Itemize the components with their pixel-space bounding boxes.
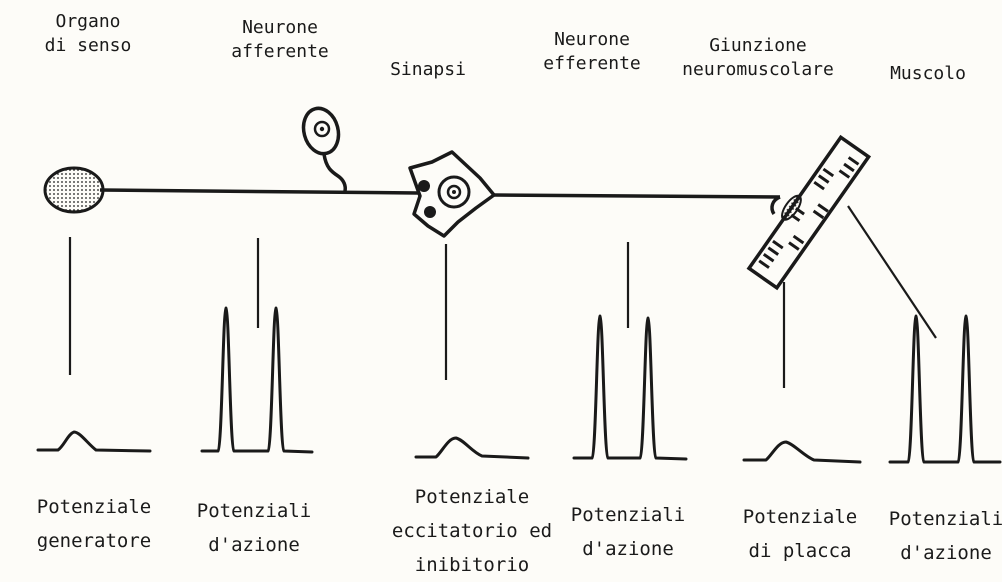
synapse-neuron — [410, 152, 494, 236]
label-excitatory-potential: Potenziale eccitatorio ed inibitorio — [392, 480, 552, 582]
label-efferent-neuron: Neurone efferente — [543, 28, 641, 76]
label-plate-potential: Potenziale di placca — [743, 500, 857, 568]
trace-generator-potential — [38, 432, 150, 451]
label-synapse: Sinapsi — [390, 58, 466, 82]
trace-action-potentials-3 — [890, 316, 1000, 462]
afferent-cell-body — [299, 104, 346, 191]
afferent-axon — [100, 190, 418, 193]
trace-action-potentials-2 — [574, 316, 686, 459]
trace-plate-potential — [744, 442, 860, 462]
label-afferent-neuron: Neurone afferente — [231, 16, 329, 64]
pointer-action-3 — [848, 206, 936, 338]
axon-terminal — [772, 197, 780, 214]
label-action-potentials-3: Potenziali d'azione — [889, 502, 1002, 570]
label-sense-organ: Organo di senso — [45, 10, 132, 58]
efferent-axon — [494, 195, 780, 197]
label-generator-potential: Potenziale generatore — [37, 490, 151, 558]
label-action-potentials-1: Potenziali d'azione — [197, 494, 311, 562]
sense-organ — [45, 168, 103, 212]
trace-action-potentials-1 — [202, 308, 312, 452]
label-muscle: Muscolo — [890, 62, 966, 86]
label-action-potentials-2: Potenziali d'azione — [571, 498, 685, 566]
trace-excitatory-potential — [416, 438, 528, 458]
label-neuromuscular-junction: Giunzione neuromuscolare — [682, 34, 834, 82]
